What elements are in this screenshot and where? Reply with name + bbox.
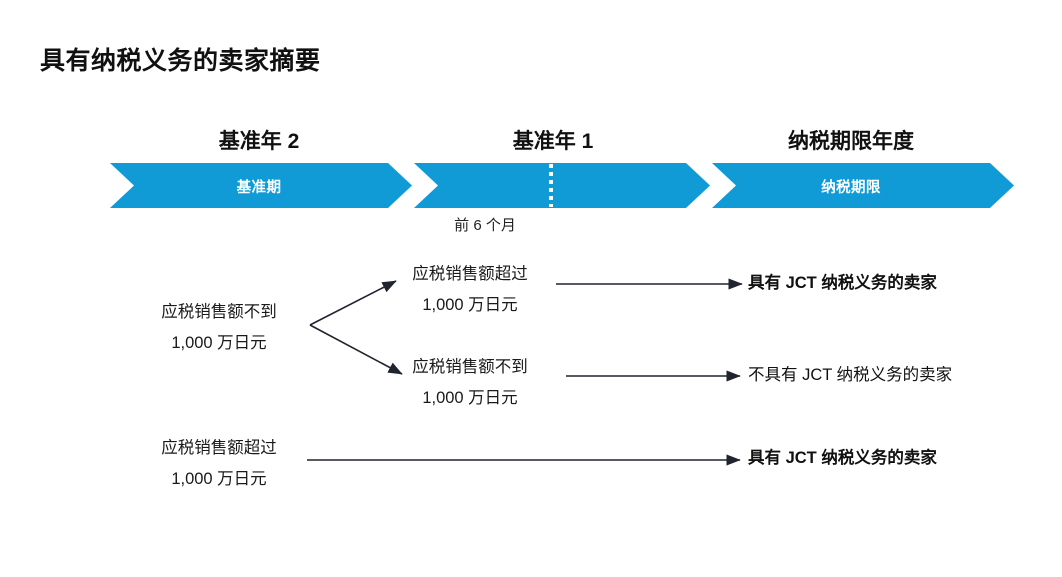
column-header-base-year-2: 基准年 2 xyxy=(218,130,300,153)
branch-arrow-lower xyxy=(309,324,403,375)
chevron-tax-period xyxy=(712,163,1014,208)
node-line-1: 应税销售额超过 xyxy=(161,439,277,457)
chevron-base-period xyxy=(110,163,412,208)
node-base-year-1-below-threshold: 应税销售额不到 1,000 万日元 xyxy=(412,352,528,414)
outcome-label-taxable-seller-2: 具有 JCT 纳税义务的卖家 xyxy=(748,449,937,467)
chevron-base-year-1 xyxy=(414,163,710,208)
timeline-chevron-band xyxy=(110,163,1014,208)
chevron-label-tax-period: 纳税期限 xyxy=(821,180,881,196)
six-month-caption: 前 6 个月 xyxy=(454,217,516,234)
node-base-year-1-above-threshold: 应税销售额超过 1,000 万日元 xyxy=(412,259,528,321)
outcome-label-non-taxable-seller: 不具有 JCT 纳税义务的卖家 xyxy=(748,366,953,384)
node-line-1: 应税销售额超过 xyxy=(412,265,528,283)
chevron-label-base-period: 基准期 xyxy=(236,180,282,196)
page-title: 具有纳税义务的卖家摘要 xyxy=(40,47,321,75)
outcome-label-taxable-seller-1: 具有 JCT 纳税义务的卖家 xyxy=(748,274,937,292)
node-line-2: 1,000 万日元 xyxy=(422,389,518,407)
node-line-1: 应税销售额不到 xyxy=(161,303,277,321)
branch-arrow-upper xyxy=(309,280,397,326)
node-base-year-2-below-threshold: 应税销售额不到 1,000 万日元 xyxy=(161,297,277,359)
node-line-2: 1,000 万日元 xyxy=(171,334,267,352)
node-line-2: 1,000 万日元 xyxy=(422,296,518,314)
node-line-1: 应税销售额不到 xyxy=(412,358,528,376)
node-line-2: 1,000 万日元 xyxy=(171,470,267,488)
node-base-year-2-above-threshold: 应税销售额超过 1,000 万日元 xyxy=(161,433,277,495)
column-header-base-year-1: 基准年 1 xyxy=(512,130,594,153)
column-header-tax-period-year: 纳税期限年度 xyxy=(788,130,914,153)
